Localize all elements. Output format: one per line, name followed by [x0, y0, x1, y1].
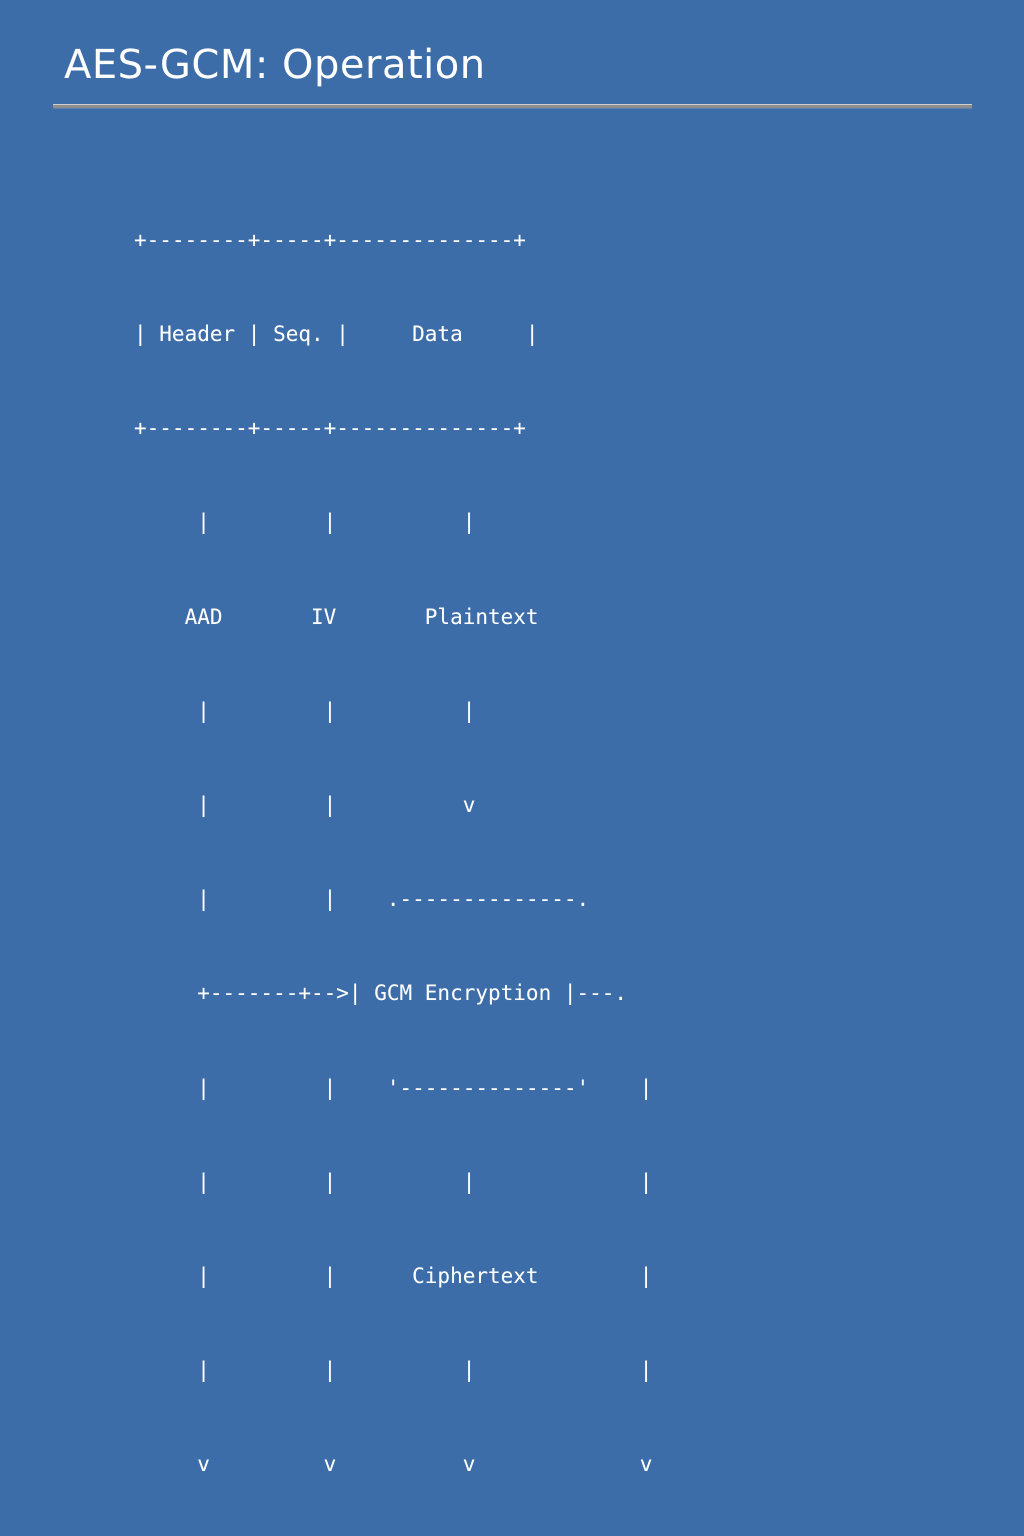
diagram-line-gcm-box-body: +-------+-->| GCM Encryption |---.	[134, 981, 628, 1006]
diagram-line-input-box-bottom: +--------+-----+--------------+	[134, 416, 526, 441]
diagram-line-input-box-fields: | Header | Seq. | Data |	[134, 322, 539, 347]
page-title: AES-GCM: Operation	[64, 42, 486, 88]
slide-canvas: AES-GCM: Operation +--------+-----+-----…	[0, 0, 1024, 1477]
ascii-flow-diagram: +--------+-----+--------------+ | Header…	[134, 162, 652, 1536]
diagram-line-drop-3: | | v	[134, 793, 476, 818]
diagram-line-signal-labels: AAD IV Plaintext	[134, 604, 539, 629]
title-divider	[53, 104, 972, 109]
diagram-line-drop-2: | | |	[134, 698, 476, 723]
diagram-line-input-box-top: +--------+-----+--------------+	[134, 227, 526, 252]
diagram-line-drop-4: | | | |	[134, 1169, 653, 1194]
diagram-line-drop-5: | | | |	[134, 1358, 653, 1383]
diagram-line-arrowheads: v v v v	[134, 1452, 653, 1477]
diagram-line-gcm-box-top: | | .--------------.	[134, 887, 590, 912]
diagram-line-drop-1: | | |	[134, 510, 476, 535]
diagram-line-ciphertext-label: | | Ciphertext |	[134, 1264, 653, 1289]
title-block: AES-GCM: Operation	[0, 0, 1024, 120]
diagram-line-gcm-box-bottom: | | '--------------' |	[134, 1075, 653, 1100]
